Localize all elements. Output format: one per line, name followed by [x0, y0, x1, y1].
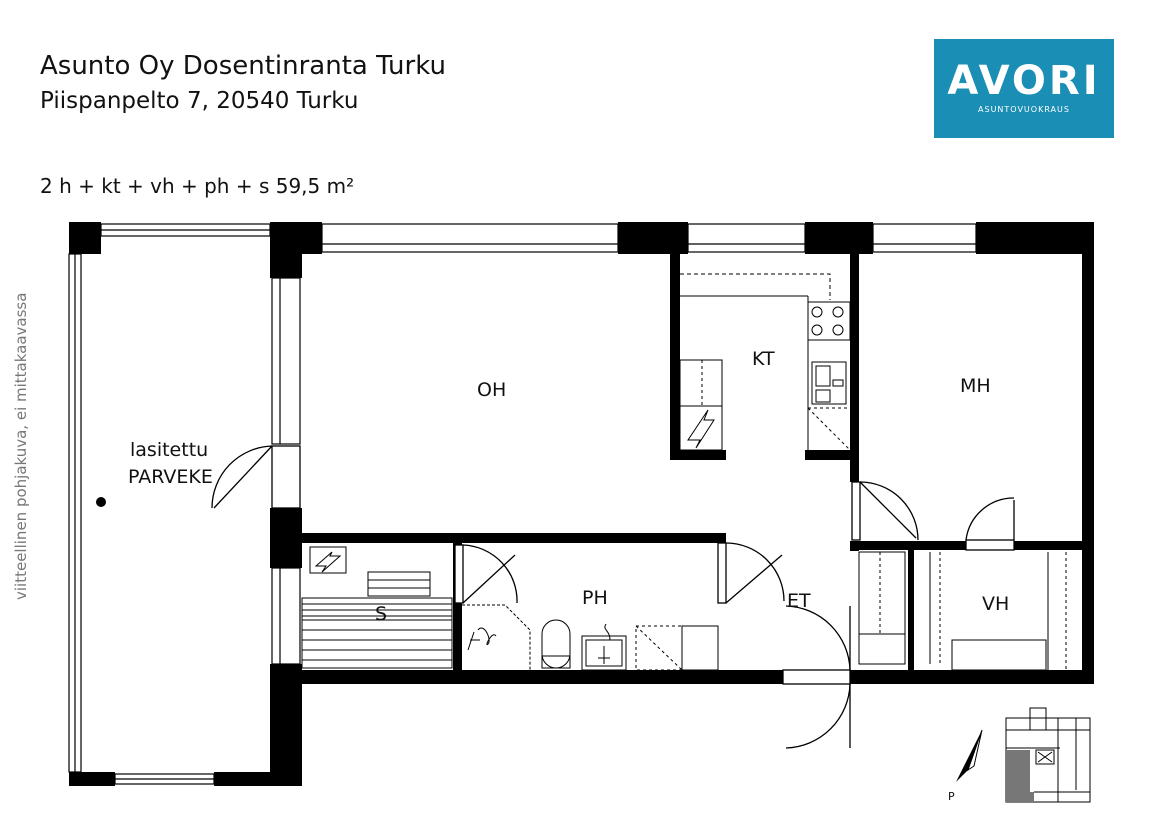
exterior-walls — [69, 222, 1094, 786]
kitchen-label: KT — [752, 348, 775, 370]
property-title: Asunto Oy Dosentinranta Turku — [40, 51, 446, 81]
balcony-marker — [96, 497, 106, 507]
bathroom-fixtures — [462, 604, 719, 671]
avori-logo: AVORI ASUNTOVUOKRAUS — [934, 39, 1114, 138]
north-label: P — [948, 790, 955, 803]
windows — [68, 223, 977, 785]
sauna-fixtures — [301, 546, 453, 669]
wardrobe-label: VH — [982, 593, 1009, 615]
wardrobe-fixtures — [858, 551, 1067, 671]
doors — [211, 445, 1015, 749]
bedroom-label: MH — [960, 375, 991, 397]
property-address: Piispanpelto 7, 20540 Turku — [40, 88, 359, 114]
location-minimap — [1005, 707, 1091, 803]
hall-label: ET — [787, 590, 811, 612]
balcony-label-line1: lasitettu — [130, 439, 208, 461]
logo-subtitle: ASUNTOVUOKRAUS — [978, 105, 1070, 114]
living-room-label: OH — [477, 379, 506, 401]
bathroom-label: PH — [582, 587, 608, 609]
balcony-label-line2: PARVEKE — [128, 466, 213, 488]
kitchen-fixtures — [679, 273, 851, 451]
sauna-label: S — [375, 603, 387, 625]
apartment-summary: 2 h + kt + vh + ph + s 59,5 m² — [40, 174, 355, 198]
north-arrow-icon — [956, 729, 983, 782]
logo-wordmark: AVORI — [947, 58, 1101, 104]
